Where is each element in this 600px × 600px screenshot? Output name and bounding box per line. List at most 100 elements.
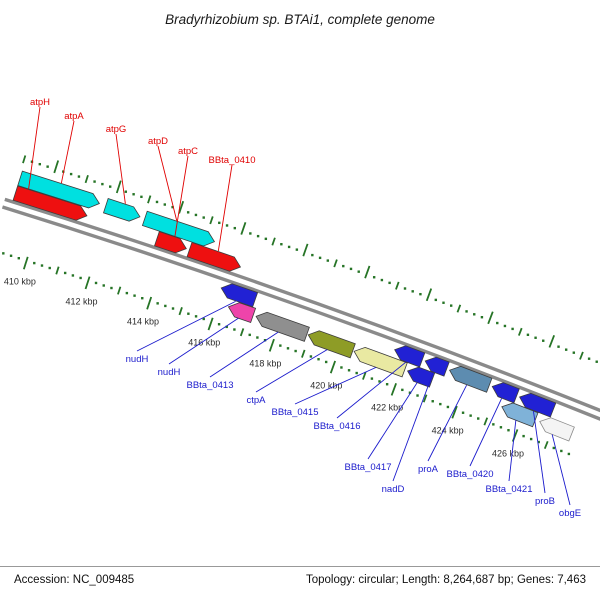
scale-dot	[492, 423, 495, 426]
gene-label-BBta_0415[interactable]: BBta_0415	[271, 407, 318, 418]
gene-label-BBta_0420[interactable]: BBta_0420	[446, 469, 493, 480]
scale-label: 418 kbp	[249, 359, 281, 369]
scale-dot	[225, 325, 228, 329]
gene-arrow-BBta_0421[interactable]	[499, 400, 539, 428]
scale-dot	[318, 256, 322, 260]
scale-dot	[431, 400, 434, 403]
scale-tick	[239, 328, 245, 337]
scale-tick	[579, 351, 584, 360]
scale-dot	[534, 336, 537, 339]
scale-dot	[48, 266, 51, 270]
gene-label-atpA[interactable]: atpA	[64, 111, 84, 122]
scale-dot	[378, 380, 381, 383]
scale-dot	[77, 175, 81, 178]
scale-tick	[548, 334, 555, 348]
scale-dot	[311, 253, 314, 257]
scale-dot	[442, 301, 445, 304]
gene-arrow-nudH[interactable]	[219, 281, 259, 308]
gene-arrow-ctpA[interactable]	[306, 328, 356, 359]
label-leader-line	[174, 155, 189, 237]
scale-dot	[94, 281, 98, 285]
scale-tick	[117, 286, 122, 295]
scale-dot	[355, 371, 358, 375]
scale-dot	[233, 328, 236, 331]
gene-arrow-atpH[interactable]	[12, 185, 89, 223]
gene-arrow-BBta_0416[interactable]	[392, 343, 426, 368]
gene-label-nudH[interactable]: nudH	[158, 367, 181, 378]
scale-dot	[171, 307, 175, 310]
gene-label-BBta_0416[interactable]: BBta_0416	[313, 421, 360, 432]
gene-arrow-atpG[interactable]	[102, 198, 142, 224]
gene-label-proB[interactable]: proB	[535, 496, 555, 507]
gene-label-atpD[interactable]: atpD	[148, 136, 168, 147]
gene-label-atpC[interactable]: atpC	[178, 146, 198, 157]
gene-label-proA[interactable]: proA	[418, 464, 439, 475]
scale-dot	[465, 310, 468, 313]
gene-label-BBta_0413[interactable]: BBta_0413	[186, 380, 233, 391]
gene-label-BBta_0421[interactable]: BBta_0421	[485, 484, 532, 495]
scale-dot	[324, 360, 328, 364]
gene-label-nudH[interactable]: nudH	[126, 354, 149, 365]
gene-label-atpH[interactable]: atpH	[30, 97, 50, 108]
gene-label-obgE[interactable]: obgE	[559, 508, 581, 519]
scale-tick	[483, 417, 489, 426]
scale-dot	[38, 162, 42, 166]
scale-dot	[587, 357, 591, 360]
scale-dot	[309, 355, 313, 358]
scale-dot	[295, 248, 299, 251]
status-bar: Accession: NC_009485 Topology: circular;…	[0, 566, 600, 586]
scale-label: 426 kbp	[492, 449, 524, 459]
gene-label-ctpA[interactable]: ctpA	[246, 395, 266, 406]
scale-tick	[333, 259, 338, 268]
gene-arrow-proB[interactable]	[517, 390, 557, 418]
scale-dot	[194, 315, 198, 318]
gene-arrow-BBta_0410[interactable]	[186, 242, 243, 275]
scale-dot	[372, 276, 376, 279]
scale-tick	[55, 266, 60, 275]
scale-dot	[401, 388, 404, 392]
scale-tick	[395, 281, 400, 290]
gene-arrow-proA[interactable]	[447, 363, 493, 393]
gene-arrow-BBta_0415[interactable]	[352, 344, 408, 378]
gene-label-BBta_0417[interactable]: BBta_0417	[344, 462, 391, 473]
gene-arrow-obgE[interactable]	[537, 414, 575, 442]
scale-dot	[93, 180, 96, 183]
scale-dot	[186, 211, 190, 214]
scale-dot	[187, 312, 190, 315]
scale-dot	[408, 391, 412, 394]
gene-arrow-atpD[interactable]	[141, 210, 216, 249]
scale-dot	[286, 347, 290, 350]
scale-dot	[279, 344, 282, 347]
scale-dot	[155, 200, 159, 204]
scale-tick	[178, 307, 183, 316]
label-leader-line	[508, 420, 517, 482]
gene-arrow-atpA[interactable]	[17, 170, 102, 210]
gene-label-nadD[interactable]: nadD	[382, 484, 405, 495]
scale-tick	[390, 382, 397, 396]
scale-dot	[248, 333, 251, 337]
scale-dot	[102, 284, 105, 287]
gene-arrow-atpC[interactable]	[154, 231, 189, 256]
scale-dot	[385, 383, 389, 386]
scale-tick	[115, 180, 122, 194]
scale-dot	[294, 349, 297, 353]
gene-arrow-BBta_0413[interactable]	[254, 309, 310, 342]
label-leader-line	[427, 384, 467, 462]
scale-dot	[194, 213, 198, 217]
gene-arrow-nadD[interactable]	[423, 354, 450, 377]
gene-label-atpG[interactable]: atpG	[106, 124, 127, 135]
gene-arrow-BBta_0420[interactable]	[490, 379, 520, 404]
gene-label-BBta_0410[interactable]: BBta_0410	[208, 155, 255, 166]
label-leader-line	[168, 317, 239, 365]
scale-dot	[287, 245, 291, 249]
gene-arrow-nudH[interactable]	[226, 300, 257, 323]
scale-dot	[560, 449, 563, 453]
scale-label: 412 kbp	[66, 296, 98, 306]
accession-text: Accession: NC_009485	[14, 574, 135, 586]
scale-label: 410 kbp	[4, 277, 36, 287]
scale-label: 424 kbp	[432, 425, 464, 435]
label-leader-line	[209, 331, 279, 378]
scale-label: 416 kbp	[188, 337, 220, 347]
scale-tick	[146, 296, 153, 310]
gene-arrow-BBta_0417[interactable]	[405, 364, 436, 388]
